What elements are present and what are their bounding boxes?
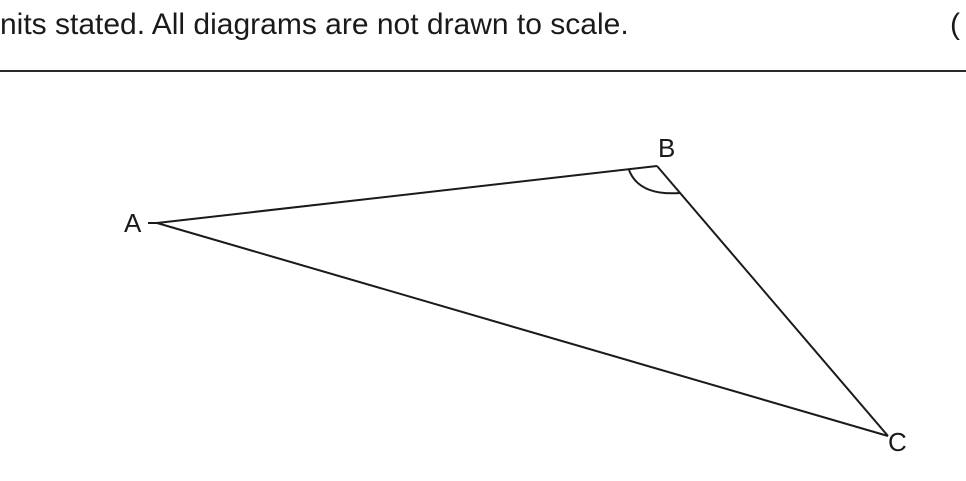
instruction-text: nits stated. All diagrams are not drawn … xyxy=(0,0,940,46)
instruction-line: nits stated. All diagrams are not drawn … xyxy=(0,8,629,41)
vertex-label-b: B xyxy=(658,133,675,163)
vertex-label-c: C xyxy=(888,427,907,457)
marks-bracket: ( xyxy=(950,8,960,41)
side-ac xyxy=(156,222,889,437)
vertex-label-a: A xyxy=(124,208,142,238)
angle-b-arc xyxy=(628,169,681,195)
side-ab xyxy=(156,165,658,224)
side-bc xyxy=(656,165,889,437)
separator-rule xyxy=(0,70,966,72)
